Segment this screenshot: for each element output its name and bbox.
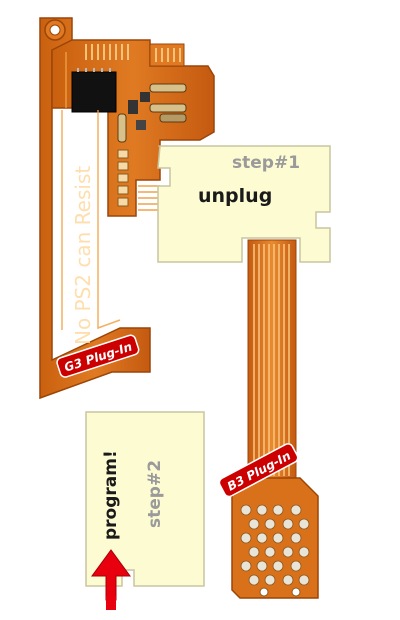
pad-column	[117, 149, 129, 207]
step2-action: program!	[101, 450, 121, 540]
b3-ribbon	[247, 239, 297, 481]
resistors	[117, 83, 187, 143]
right-contacts	[138, 185, 160, 211]
step1-card: step#1 unplug	[157, 145, 331, 263]
g3-flex-board: No PS2 can Resist G3 Plug-In	[39, 17, 215, 400]
chip-ic	[71, 71, 117, 113]
g3-strip-text: No PS2 can Resist	[71, 166, 95, 345]
g3-traces	[61, 52, 121, 330]
step1-label: step#1	[232, 153, 300, 173]
top-contacts	[85, 44, 181, 62]
up-arrow-icon	[91, 549, 131, 610]
step1-action: unplug	[198, 185, 272, 207]
step2-card: step#2 program!	[85, 411, 205, 587]
step2-label: step#2	[145, 460, 165, 528]
b3-pad-block: B3 Plug-In	[218, 443, 319, 599]
